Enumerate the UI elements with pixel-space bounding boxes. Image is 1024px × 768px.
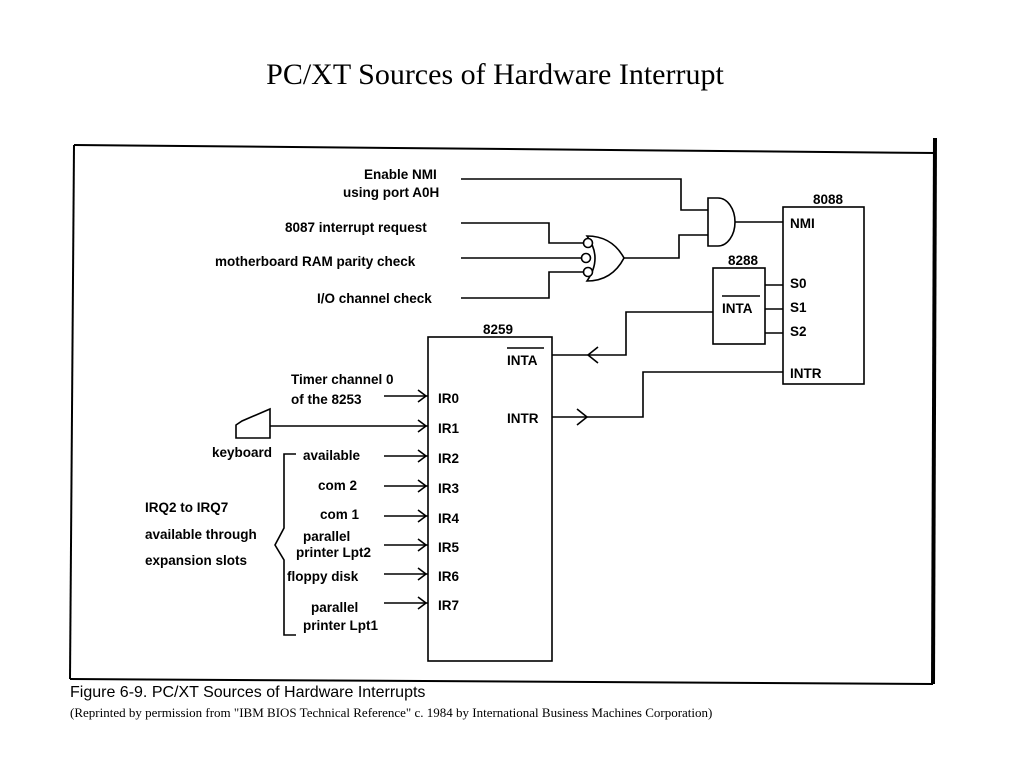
pin-ir0: IR0	[438, 391, 459, 406]
pin-ir3: IR3	[438, 481, 460, 496]
chip-8088-label: 8088	[813, 192, 844, 207]
or-gate	[580, 235, 625, 282]
label-lpt1-parallel: parallel	[311, 600, 358, 615]
expansion-note: IRQ2 to IRQ7 available through expansion…	[145, 500, 257, 568]
pin-ir5: IR5	[438, 540, 460, 555]
label-floppy: floppy disk	[287, 569, 359, 584]
pin-ir4: IR4	[438, 511, 460, 526]
chip-8088: 8088 NMI S0 S1 S2 INTR	[782, 192, 865, 385]
expansion-bracket	[274, 453, 296, 636]
slide-title: PC/XT Sources of Hardware Interrupt	[266, 58, 724, 91]
label-enable-nmi-port: using port A0H	[343, 185, 439, 200]
figure-caption: Figure 6-9. PC/XT Sources of Hardware In…	[70, 684, 426, 701]
note-line-1: IRQ2 to IRQ7	[145, 500, 228, 515]
label-available: available	[303, 448, 361, 463]
chip-8288: 8288 INTA	[712, 253, 766, 345]
label-timer: Timer channel 0	[291, 372, 394, 387]
keyboard-icon	[235, 407, 271, 439]
note-line-2: available through	[145, 527, 257, 542]
pin-ir6: IR6	[438, 569, 460, 584]
label-timer-8253: of the 8253	[291, 392, 362, 407]
irq-wiring	[270, 389, 428, 610]
pin-intr-8088: INTR	[790, 366, 822, 381]
nmi-source-labels: Enable NMI using port A0H 8087 interrupt…	[215, 167, 439, 306]
label-8087-request: 8087 interrupt request	[285, 220, 427, 235]
and-gate	[707, 197, 736, 247]
label-com1: com 1	[320, 507, 360, 522]
pin-ir7: IR7	[438, 598, 459, 613]
pin-s0: S0	[790, 276, 807, 291]
note-line-3: expansion slots	[145, 553, 247, 568]
figure-frame	[69, 137, 937, 685]
label-com2: com 2	[318, 478, 357, 493]
label-io-check: I/O channel check	[317, 291, 432, 306]
label-lpt2-printer: printer Lpt2	[296, 545, 371, 560]
pin-nmi-8088: NMI	[790, 216, 815, 231]
label-lpt1-printer: printer Lpt1	[303, 618, 378, 633]
label-lpt2-parallel: parallel	[303, 529, 350, 544]
label-enable-nmi: Enable NMI	[364, 167, 437, 182]
nmi-wiring	[461, 178, 783, 299]
pin-s2: S2	[790, 324, 807, 339]
chip-8259: 8259 INTA INTR IR0 IR1 IR2 IR3 IR4 IR5 I…	[427, 322, 553, 662]
pin-inta-8259: INTA	[507, 353, 538, 368]
label-ram-parity: motherboard RAM parity check	[215, 254, 416, 269]
inta-intr-wiring	[552, 311, 783, 426]
figure-credit: (Reprinted by permission from "IBM BIOS …	[70, 705, 713, 720]
pin-intr-8259: INTR	[507, 411, 539, 426]
chip-8288-label: 8288	[728, 253, 759, 268]
status-wiring	[765, 284, 783, 334]
label-keyboard: keyboard	[212, 445, 272, 460]
pin-ir2: IR2	[438, 451, 459, 466]
chip-8259-label: 8259	[483, 322, 513, 337]
pin-ir1: IR1	[438, 421, 460, 436]
pin-inta-8288: INTA	[722, 301, 753, 316]
pin-s1: S1	[790, 300, 807, 315]
irq-source-labels: Timer channel 0 of the 8253 keyboard ava…	[212, 372, 394, 633]
